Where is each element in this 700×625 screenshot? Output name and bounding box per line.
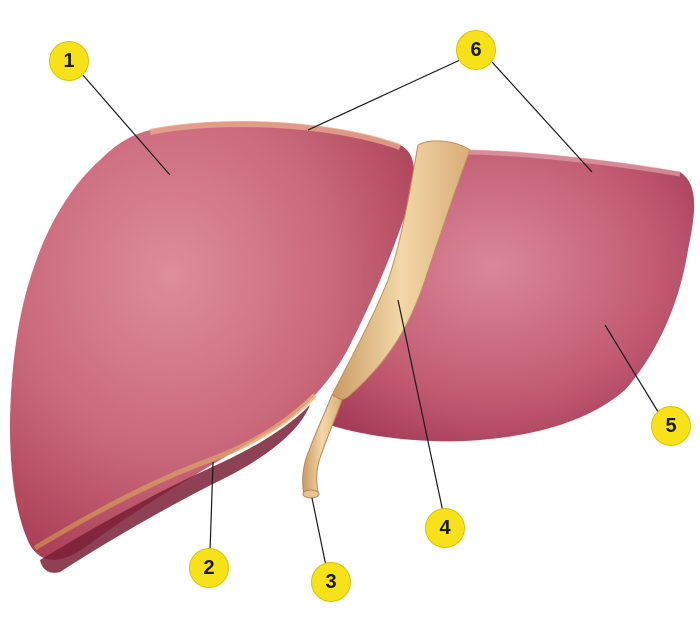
marker-4-text: 4 [439, 517, 451, 539]
left-lobe [330, 150, 695, 442]
leader-line-6b [491, 61, 593, 173]
leader-line-3 [311, 497, 327, 567]
round-ligament [302, 394, 343, 496]
falciform-ligament [331, 140, 471, 400]
marker-6: 6 [456, 30, 496, 70]
marker-1: 1 [49, 41, 89, 81]
superior-rim-left [459, 149, 681, 177]
marker-1-text: 1 [63, 50, 75, 72]
marker-5-text: 5 [665, 415, 677, 437]
leader-line-2 [209, 461, 214, 553]
leader-line-1 [81, 73, 171, 176]
marker-2-text: 2 [203, 557, 215, 579]
marker-3-text: 3 [325, 571, 337, 593]
marker-4: 4 [425, 508, 465, 548]
marker-6-text: 6 [470, 39, 482, 61]
leader-line-6a [307, 59, 461, 131]
marker-3: 3 [311, 562, 351, 602]
leader-line-5 [604, 324, 661, 416]
marker-5: 5 [651, 406, 691, 446]
leader-lines [81, 59, 661, 567]
superior-rim [149, 121, 402, 150]
inferior-rim-highlight [33, 393, 317, 551]
leader-line-4 [397, 299, 444, 513]
marker-2: 2 [189, 548, 229, 588]
inferior-border [40, 405, 310, 573]
round-ligament-end [302, 489, 320, 499]
right-lobe [10, 121, 414, 560]
